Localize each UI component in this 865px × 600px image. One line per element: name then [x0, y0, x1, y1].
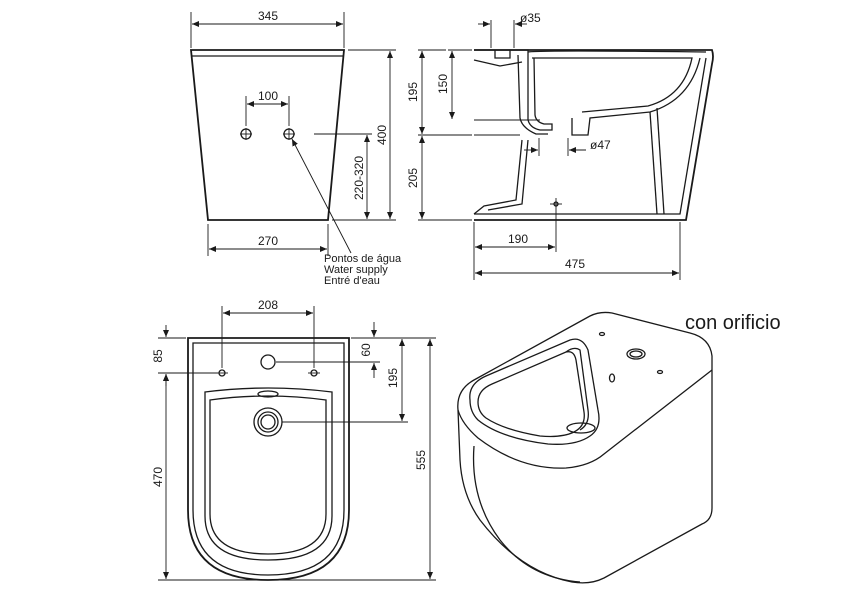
tap-offset-label: 60 [359, 343, 373, 357]
bidet-3d-illustration [457, 311, 713, 584]
top-view: 208 85 470 60 195 555 [151, 298, 436, 581]
top-view-outline [187, 337, 350, 581]
water-supply-leader [291, 138, 352, 254]
rear-offset-label: 85 [151, 349, 165, 363]
caption-con-orificio: con orificio [685, 312, 781, 334]
bowl-section [527, 50, 707, 136]
floor-outlet-marker [550, 198, 562, 252]
outlet-distance-label: 190 [508, 232, 528, 246]
depth-label: 475 [565, 257, 585, 271]
side-section-view: ø35 150 195 205 ø47 190 475 [406, 11, 714, 280]
bowl-length-label: 470 [151, 467, 165, 487]
inlet-height-label: 150 [436, 74, 450, 94]
top-hole-spacing-label: 208 [258, 298, 278, 312]
total-length-label: 555 [414, 450, 428, 470]
bidet-3d-bowl [469, 338, 600, 445]
front-view-outline [190, 49, 345, 221]
bottom-width-label: 270 [258, 234, 278, 248]
water-supply-label-pt: Pontos de água [324, 253, 402, 265]
hole-spacing-label: 100 [258, 89, 278, 103]
lower-height-label: 205 [406, 168, 420, 188]
front-width-label: 345 [258, 9, 278, 23]
water-supply-label-fr: Entré d'eau [324, 275, 380, 287]
drain-offset-label: 195 [386, 368, 400, 388]
outlet-dia-label: ø47 [590, 138, 611, 152]
bowl-opening [204, 387, 333, 561]
tap-hole [260, 354, 276, 370]
front-height-label: 400 [375, 125, 389, 145]
bidet-3d-tap-hole [626, 348, 646, 360]
water-supply-label-en: Water supply [324, 264, 388, 276]
supply-height-label: 220-320 [352, 156, 366, 200]
front-view: 345 100 400 220-320 270 Pontos de água W… [190, 9, 402, 287]
tap-hole-dia-label: ø35 [520, 11, 541, 25]
upper-height-label: 195 [406, 82, 420, 102]
side-view-outline [474, 49, 714, 221]
